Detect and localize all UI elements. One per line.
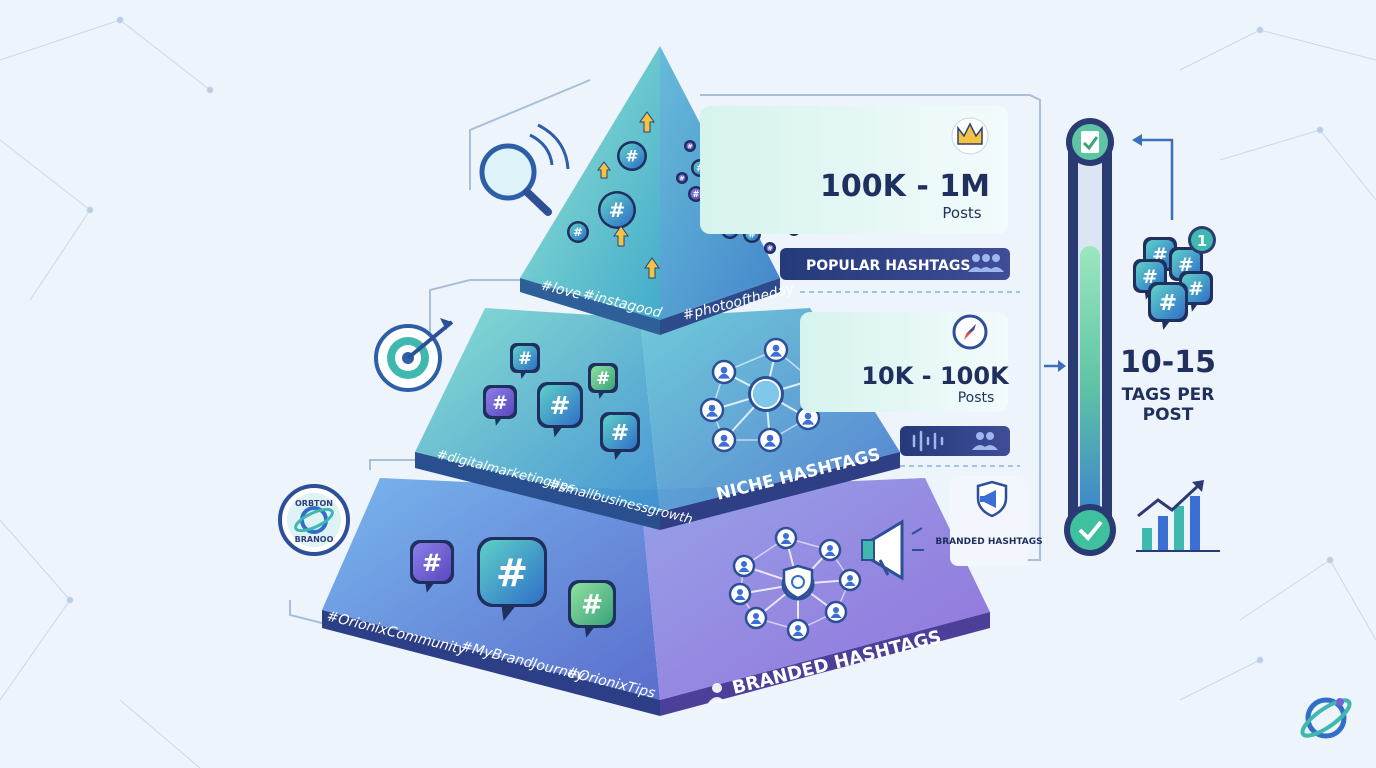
hash-symbol: # [573, 225, 583, 239]
hashtag-bubble-icon: # [1148, 282, 1188, 330]
checkmark-icon [1064, 504, 1116, 556]
hash-symbol: # [687, 143, 692, 150]
target-icon [374, 318, 454, 392]
hashtag-circle-icon: # [617, 141, 647, 171]
branded-panel: BRANDED HASHTAGS [935, 476, 1043, 566]
hashtag-bubble-icon: # [1179, 271, 1213, 312]
recommendation-line2: POST [1143, 405, 1194, 425]
hashtag-bubble-icon: # [510, 343, 540, 379]
hash-symbol: # [422, 549, 442, 577]
hashtag-bubble-icon: # [483, 385, 517, 426]
hashtag-circle-icon: # [764, 242, 776, 254]
recommendation-range: 10-15 [1120, 345, 1216, 380]
popular-unit: Posts [942, 204, 981, 222]
hash-symbol: # [518, 349, 532, 368]
seal-bottom-text: BRANOO [295, 535, 334, 544]
megaphone-icon [861, 519, 924, 581]
hashtag-circle-icon: # [567, 221, 589, 243]
hash-symbol: # [625, 147, 638, 166]
hashtag-bubble-icon: # [477, 537, 547, 621]
branded-label: BRANDED HASHTAGS [935, 537, 1042, 547]
people-icon [708, 683, 726, 703]
people-icon [972, 432, 998, 450]
clipboard-check-icon [1066, 118, 1114, 166]
hashtag-circle-icon: # [676, 172, 688, 184]
hashtag-bubble-icon: # [537, 382, 583, 438]
compass-icon [952, 314, 988, 350]
niche-band [900, 426, 1010, 456]
hash-symbol: # [679, 175, 684, 182]
hashtag-bubble-icon: # [588, 363, 618, 399]
popular-range: 100K - 1M [820, 169, 990, 204]
arrow-connector [1044, 134, 1174, 372]
hash-symbol: # [496, 551, 528, 596]
tier-popular-name: POPULAR HASHTAGS [806, 258, 970, 274]
hash-symbol: # [767, 245, 772, 252]
hash-symbol: # [609, 198, 626, 222]
hash-symbol: # [581, 590, 603, 621]
recommendation-line1: TAGS PER [1122, 385, 1215, 405]
up-arrow-icons [597, 111, 660, 279]
seal-top-text: ORBTON [295, 499, 333, 508]
hashtag-circle-icon: # [598, 191, 636, 229]
hashtag-stack-icon: ##### [1133, 237, 1213, 330]
crown-icon [951, 117, 989, 155]
hashtag-bubble-icon: # [568, 580, 616, 638]
brand-seal-icon: ORBTON BRANOO [278, 484, 350, 556]
hash-symbol: # [1159, 291, 1177, 316]
hash-symbol: # [1188, 279, 1204, 300]
notification-badge: 1 [1188, 226, 1216, 254]
popular-name-band: POPULAR HASHTAGS [780, 248, 1010, 280]
niche-unit: Posts [958, 390, 995, 406]
hash-symbol: # [611, 421, 629, 446]
logo-icon [1300, 697, 1352, 739]
hashtag-circle-icon: # [684, 140, 696, 152]
hashtag-bubble-icon: # [410, 540, 454, 593]
growth-chart-icon [1136, 480, 1220, 552]
hash-symbol: # [748, 229, 756, 240]
niche-range: 10K - 100K [861, 362, 1010, 390]
magnifier-icon [479, 123, 570, 216]
connector-lines [289, 79, 1041, 626]
background-network [0, 16, 1376, 768]
badge-count: 1 [1197, 232, 1207, 250]
hashtag-bubbles: # # # # # # # # # # # [410, 141, 647, 638]
network-graphs [699, 337, 862, 642]
hash-symbol: # [549, 391, 570, 420]
hash-symbol: # [1178, 255, 1194, 276]
shield-icon [782, 564, 814, 600]
hashtag-bubble-icon: # [600, 412, 640, 460]
hash-symbol: # [492, 393, 508, 414]
hash-symbol: # [692, 189, 699, 199]
people-icon [968, 254, 1004, 272]
audio-wave-icon [912, 430, 944, 452]
popular-range-panel: 100K - 1M Posts [700, 106, 1008, 234]
megaphone-shield-icon [976, 480, 1008, 518]
hash-symbol: # [596, 369, 610, 388]
recommendation-bar [1068, 130, 1112, 542]
